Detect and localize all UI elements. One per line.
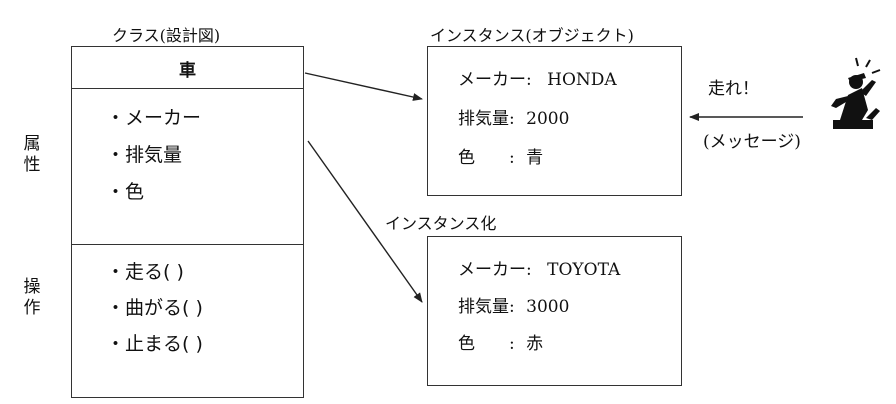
attributes-side-label: 属 性 — [22, 134, 42, 176]
instance-row: 色 : 青 — [458, 143, 543, 168]
side-char: 性 — [23, 155, 41, 175]
class-name: 車 — [179, 61, 196, 81]
instance-row: メーカー: TOYOTA — [458, 255, 620, 280]
message-command: 走れ！ — [708, 79, 759, 99]
instance-arrow-honda — [304, 72, 423, 101]
instantiation-label: インスタンス化 — [385, 214, 497, 233]
instance-caption: インスタンス(オブジェクト) — [430, 26, 634, 45]
instance-row: メーカー: HONDA — [458, 65, 617, 90]
field-label: メーカー: — [458, 70, 532, 90]
field-value: 赤 — [526, 334, 544, 354]
field-label: 色 : — [458, 334, 515, 354]
side-char: 作 — [23, 298, 41, 318]
class-box: 車 ・メーカー ・排気量 ・色 ・走る( ) ・曲がる( ) ・止まる( ) — [71, 46, 304, 398]
attribute-item: ・色 — [106, 181, 145, 203]
instance-box-honda: メーカー: HONDA 排気量: 2000 色 : 青 — [427, 46, 682, 196]
field-value: TOYOTA — [547, 260, 621, 280]
field-value: 青 — [526, 148, 544, 168]
operation-item: ・止まる( ) — [106, 333, 203, 355]
class-name-section: 車 — [72, 47, 303, 89]
field-label: 排気量: — [458, 297, 515, 317]
exclamation-lines-icon — [855, 57, 881, 74]
instance-arrow-toyota — [307, 140, 423, 303]
attribute-item: ・メーカー — [106, 107, 202, 129]
person-commanding-icon — [831, 73, 880, 129]
field-label: メーカー: — [458, 260, 532, 280]
instance-row: 色 : 赤 — [458, 329, 543, 354]
attributes-section: ・メーカー ・排気量 ・色 — [72, 89, 303, 245]
instance-box-toyota: メーカー: TOYOTA 排気量: 3000 色 : 赤 — [427, 236, 682, 386]
field-value: HONDA — [547, 70, 617, 90]
instance-row: 排気量: 2000 — [458, 104, 569, 129]
operation-item: ・曲がる( ) — [106, 297, 203, 319]
field-value: 2000 — [526, 109, 570, 129]
field-value: 3000 — [526, 297, 570, 317]
operation-item: ・走る( ) — [106, 261, 184, 283]
instance-row: 排気量: 3000 — [458, 292, 569, 317]
operations-side-label: 操 作 — [22, 277, 42, 319]
attribute-item: ・排気量 — [106, 144, 183, 166]
operations-section: ・走る( ) ・曲がる( ) ・止まる( ) — [72, 245, 303, 397]
field-label: 色 : — [458, 148, 515, 168]
field-label: 排気量: — [458, 109, 515, 129]
class-caption: クラス(設計図) — [112, 26, 221, 45]
side-char: 操 — [23, 277, 41, 297]
message-label: (メッセージ) — [703, 132, 801, 152]
side-char: 属 — [23, 134, 41, 154]
